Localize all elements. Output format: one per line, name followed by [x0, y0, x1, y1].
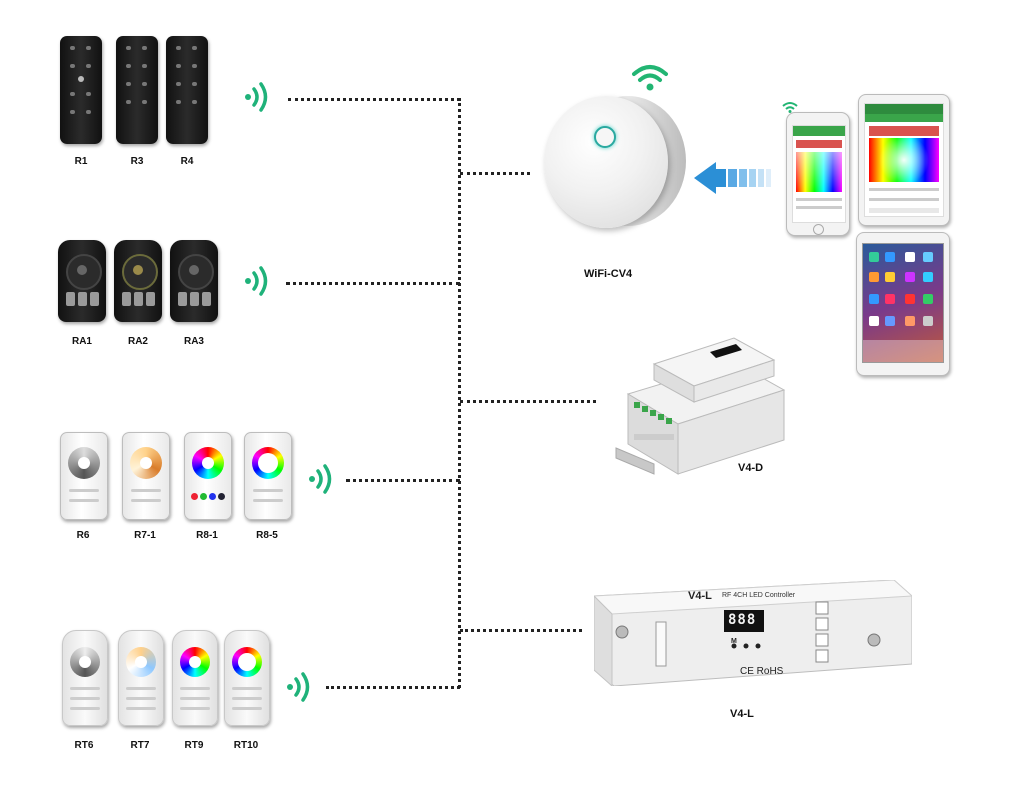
v4-l-device: V4-L RF 4CH LED Controller 888 M CE RoHS: [592, 579, 914, 688]
v4-l-display: 888: [728, 612, 757, 628]
remote-r3: [116, 36, 158, 144]
remote-r1: [60, 36, 102, 144]
signal-wave-icon: [245, 266, 268, 296]
connector-line: [288, 98, 460, 101]
label-v4-d: V4-D: [738, 462, 764, 474]
signal-wave-icon: [309, 464, 332, 494]
signal-wave-icon: [287, 672, 310, 702]
label-wifi-cv4: WiFi-CV4: [584, 268, 633, 280]
label-r6: R6: [76, 530, 90, 541]
arrow-left-icon: [694, 162, 771, 194]
wifi-icon: [632, 65, 668, 91]
remote-ra3: [170, 240, 218, 322]
connector-line: [460, 400, 596, 403]
label-rt10: RT10: [233, 740, 259, 751]
label-r8-1: R8-1: [196, 530, 218, 541]
v4-l-cert-label: CE RoHS: [740, 666, 784, 677]
label-rt7: RT7: [130, 740, 150, 751]
connector-line: [326, 686, 460, 689]
label-ra3: RA3: [183, 336, 204, 347]
v4-l-m-button-label: M: [731, 638, 737, 645]
tablet-homescreen: [856, 232, 950, 376]
remote-ra2: [114, 240, 162, 322]
label-rt6: RT6: [74, 740, 94, 751]
connector-trunk: [458, 98, 461, 688]
connector-line: [346, 479, 460, 482]
label-r7-1: R7-1: [134, 530, 156, 541]
remote-r4: [166, 36, 208, 144]
v4-l-subtitle: RF 4CH LED Controller: [722, 592, 796, 599]
label-ra1: RA1: [71, 336, 92, 347]
signal-wave-icon: [245, 82, 268, 112]
remote-r6: [60, 432, 108, 520]
label-ra2: RA2: [127, 336, 148, 347]
connector-line: [460, 172, 530, 175]
wifi-icon: [782, 102, 798, 113]
remote-rt6: [62, 630, 108, 726]
label-r1: R1: [74, 156, 88, 167]
remote-rt9: [172, 630, 218, 726]
remote-ra1: [58, 240, 106, 322]
remote-rt10: [224, 630, 270, 726]
v4-l-title: V4-L: [688, 590, 712, 602]
label-v4-l: V4-L: [730, 708, 754, 720]
remote-r7-1: [122, 432, 170, 520]
remote-r8-1: [184, 432, 232, 520]
remote-rt7: [118, 630, 164, 726]
remote-r8-5: [244, 432, 292, 520]
label-r8-5: R8-5: [256, 530, 278, 541]
label-r3: R3: [130, 156, 144, 167]
connector-line: [460, 629, 582, 632]
label-r4: R4: [180, 156, 194, 167]
wifi-cv4-device: [544, 92, 686, 230]
smartphone: [786, 112, 850, 236]
v4-d-device: [614, 324, 804, 482]
tablet-app: [858, 94, 950, 226]
connector-line: [286, 282, 460, 285]
label-rt9: RT9: [184, 740, 204, 751]
